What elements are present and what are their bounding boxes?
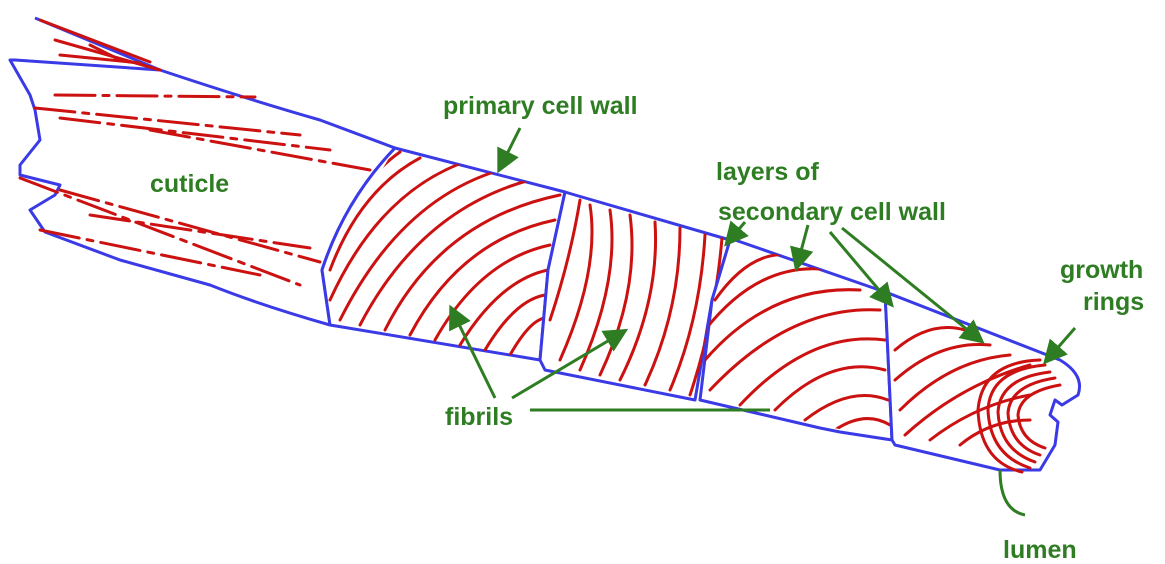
secondary-wall-layer-3 [885, 292, 1080, 470]
rings-label: rings [1083, 288, 1144, 316]
lumen-pointer [1000, 470, 1025, 515]
growth-label: growth [1060, 256, 1143, 284]
secondary-wall-layer-1 [540, 192, 730, 400]
lumen-label: lumen [1003, 536, 1077, 564]
fibrils-label: fibrils [445, 403, 513, 431]
primary-cell-wall-label: primary cell wall [443, 92, 638, 120]
secondary-cell-wall-label: secondary cell wall [718, 198, 946, 226]
growth-rings-pointer [1047, 328, 1075, 360]
layers-of-label: layers of [716, 158, 820, 186]
cuticle-label: cuticle [150, 170, 229, 198]
primary-cell-wall-pointer [500, 128, 520, 168]
